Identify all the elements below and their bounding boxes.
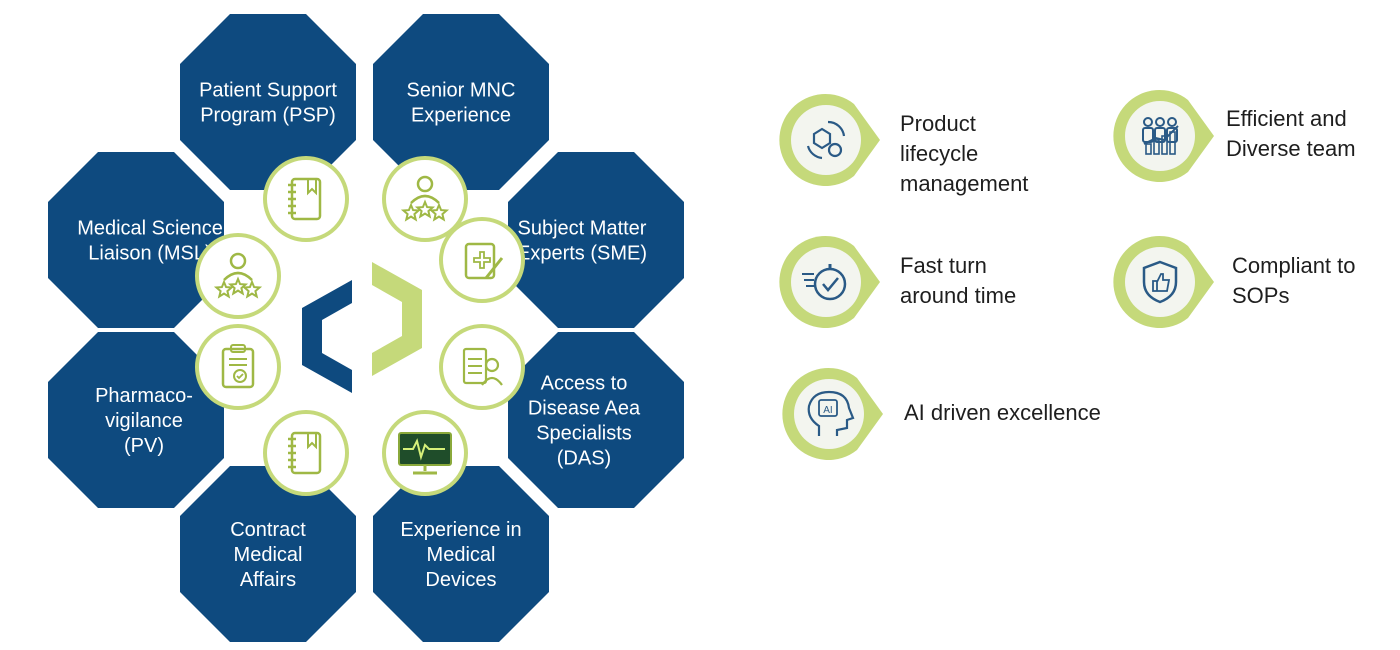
icon-circle [382,156,468,242]
service-label-line: (DAS) [557,448,611,470]
service-octagon [373,14,549,190]
service-label-line: Access to [541,373,628,395]
feature-ai: AI [782,368,883,460]
feature-label-line: Compliant to [1232,253,1356,278]
feature-fast [779,236,880,328]
service-label-line: Program (PSP) [200,105,336,127]
clipboard-check-icon [195,324,281,410]
service-octagon [48,152,224,328]
logo-right-bracket [372,262,422,376]
service-octagon [508,152,684,328]
feature-sop [1113,236,1214,328]
service-octagon [180,14,356,190]
expert-stars-icon [195,233,281,319]
feature-label-line: Fast turn [900,253,987,278]
center-logo [302,262,422,393]
service-pv: Pharmaco-vigilance (PV) [48,332,224,508]
feature-label-line: Efficient and [1226,106,1347,131]
feature-plm [779,93,880,187]
icon-circle [195,233,281,319]
service-icon-circles [195,156,525,496]
service-label-line: Experience in [400,519,521,541]
service-label-line: Medical [234,544,303,566]
service-label-line: Experience [411,105,511,127]
stopwatch-icon [802,264,847,301]
feature-label-plm: Product lifecycle management [900,109,1028,199]
service-label-line: Subject Matter [518,218,647,240]
service-label-line: Medical Science [77,218,223,240]
service-mnc: Senior MNC Experience [373,14,549,190]
service-label-line: Medical [427,544,496,566]
service-label-line: vigilance [105,410,183,432]
logo-left-bracket [302,280,352,393]
feature-label-ai: AI driven excellence [904,398,1101,428]
service-label-line: Specialists [536,423,632,445]
service-label-line: Experts (SME) [517,243,647,265]
service-label-line: Affairs [240,569,296,591]
team-growth-icon [1142,117,1179,155]
feature-label-line: SOPs [1232,283,1290,308]
service-label-line: Patient Support [199,80,337,102]
badge-inner [791,105,861,175]
feature-label-line: Product [900,111,976,136]
notebook-icon [263,156,349,242]
service-octagon [373,466,549,642]
feature-label-sop: Compliant to SOPs [1232,251,1356,311]
monitor-icon [382,410,468,496]
badge-inner [1125,101,1195,171]
service-octagon [508,332,684,508]
badge-inner [791,247,861,317]
service-octagon [180,466,356,642]
icon-circle [263,156,349,242]
service-label-line: Pharmaco- [95,385,193,407]
icon-circle [195,324,281,410]
service-label-line: Liaison (MSL) [88,243,211,265]
feature-label-line: management [900,171,1029,196]
badge-inner [1125,247,1195,317]
feature-label-line: around time [900,283,1017,308]
service-label-line: Senior MNC [407,80,516,102]
feature-team [1113,90,1214,182]
lifecycle-icon [806,120,846,160]
ai-head-icon: AI [807,390,855,436]
feature-badges: AI [779,90,1214,460]
feature-label-line: Diverse team [1226,136,1356,161]
doctor-record-icon [439,324,525,410]
feature-label-fast: Fast turn around time [900,251,1016,311]
service-octagon [48,332,224,508]
service-label-line: Disease Aea [528,398,641,420]
feature-label-line: AI driven excellence [904,400,1101,425]
feature-label-line: lifecycle [900,141,979,166]
service-label-line: Contract [230,519,306,541]
icon-circle [439,217,525,303]
notebook-icon [263,410,349,496]
shield-thumb-icon [1142,260,1178,304]
ai-chip-label: AI [823,405,832,416]
writing-note-icon [439,217,525,303]
service-label-line: Devices [425,569,496,591]
badge-inner [794,379,864,449]
icon-circle [263,410,349,496]
expert-stars-icon [382,156,468,242]
service-label-line: (PV) [124,435,164,457]
